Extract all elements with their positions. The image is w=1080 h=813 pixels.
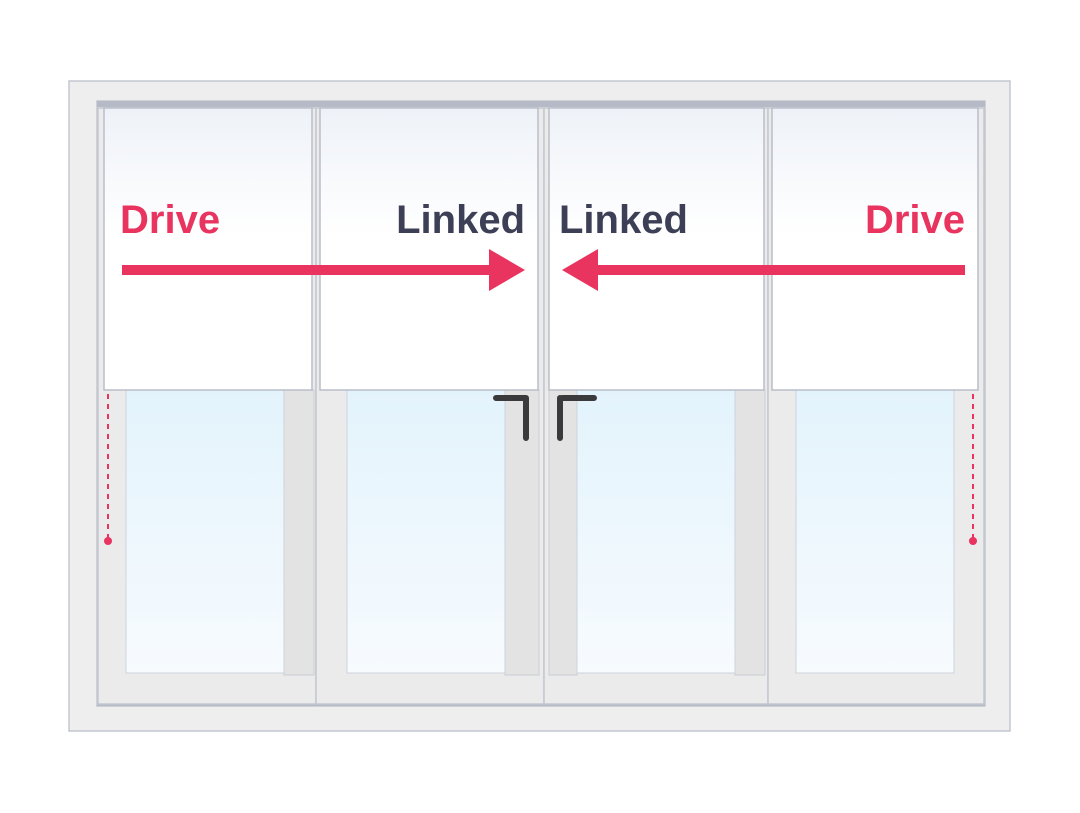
roller-blinds [103,107,979,391]
head-rail [97,101,985,107]
label-left-linked: Linked [396,198,525,242]
blind-3 [548,107,765,391]
label-right-drive: Drive [865,198,965,242]
door-handle-icon [493,395,597,441]
blind-4 [771,107,979,391]
chain-cord-right [969,394,977,545]
arrow-right [122,249,525,291]
label-right-linked: Linked [559,198,688,242]
blind-1 [103,107,313,391]
blind-2 [319,107,539,391]
arrow-left [562,249,965,291]
label-left-drive: Drive [120,198,220,242]
chain-cord-left [104,394,112,545]
glass-panes [125,389,955,674]
